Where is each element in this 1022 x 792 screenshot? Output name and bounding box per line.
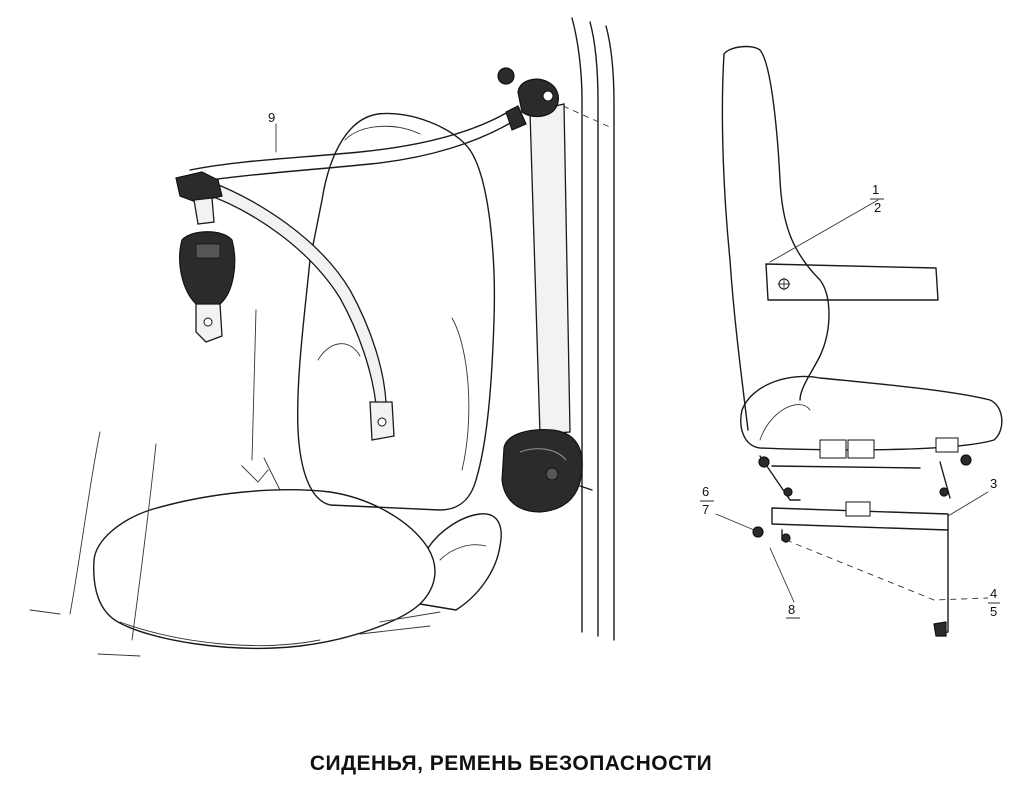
- callout-labels: 1 2 3 4 5 6 7 8 9: [268, 110, 1000, 619]
- callout-7: 7: [702, 502, 709, 517]
- callout-leaders: [275, 123, 989, 603]
- cab-interior-lines: [29, 309, 257, 657]
- callout-8: 8: [788, 602, 795, 617]
- belt-guide: [175, 171, 223, 225]
- callout-1: 1: [872, 182, 879, 197]
- callout-9: 9: [268, 110, 275, 125]
- belt-end-plate: [369, 401, 395, 441]
- seat-belt-webbing: [189, 103, 571, 435]
- callout-4: 4: [990, 586, 997, 601]
- seat-base-bracket: [752, 501, 949, 637]
- driver-seat-back: [241, 112, 496, 511]
- callout-3: 3: [990, 476, 997, 491]
- passenger-seat-side-view: [721, 45, 1003, 501]
- upper-anchor-pillar-loop: [497, 67, 559, 131]
- callout-2: 2: [874, 200, 881, 215]
- seat-belt-buckle: [179, 231, 236, 343]
- driver-seat-cushion: [93, 489, 502, 649]
- belt-retractor: [501, 429, 593, 513]
- cab-pillar: [562, 17, 615, 641]
- callout-6: 6: [702, 484, 709, 499]
- callout-5: 5: [990, 604, 997, 619]
- diagram-caption: СИДЕНЬЯ, РЕМЕНЬ БЕЗОПАСНОСТИ: [309, 752, 713, 775]
